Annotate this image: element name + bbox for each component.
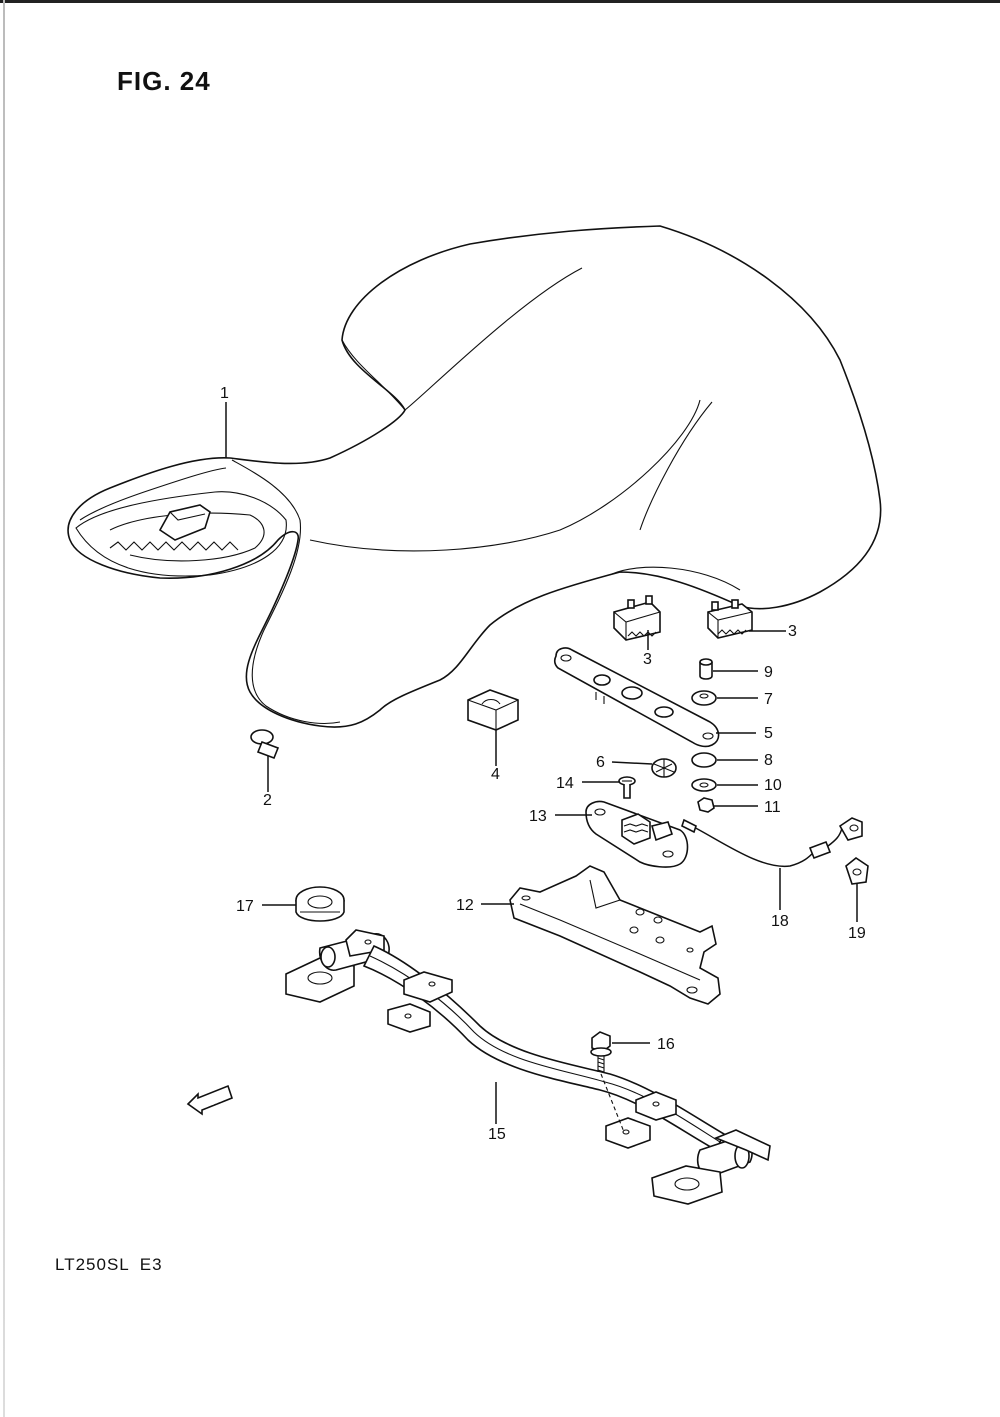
callout-1: 1 — [220, 385, 229, 402]
seat-lock-cable-part-18 — [681, 817, 863, 868]
cushion-part-3-left — [613, 595, 661, 641]
callout-3-right: 3 — [788, 623, 797, 640]
callout-7: 7 — [764, 691, 773, 708]
callout-19: 19 — [848, 925, 866, 942]
cushion-block-part-4 — [467, 689, 519, 731]
callout-8: 8 — [764, 752, 773, 769]
callout-numbers: 1 2 3 3 4 5 6 7 8 9 10 11 12 13 14 15 16… — [220, 385, 866, 1143]
lock-bracket-part-12 — [509, 865, 721, 1005]
callout-4: 4 — [491, 766, 500, 783]
forward-direction-arrow: FWD — [186, 1084, 233, 1116]
seat-part-1 — [67, 225, 882, 728]
model-code-label: LT250SL E3 — [55, 1255, 163, 1275]
callout-13: 13 — [529, 808, 547, 825]
callout-9: 9 — [764, 664, 773, 681]
leader-lines — [225, 402, 858, 1124]
grommet-part-17 — [295, 886, 345, 922]
washer-part-10 — [691, 778, 717, 792]
callout-15: 15 — [488, 1126, 506, 1143]
callout-11: 11 — [764, 799, 781, 816]
cushion-part-3-right — [707, 599, 753, 639]
push-rivet-part-2 — [250, 729, 280, 760]
model-code: LT250SL — [55, 1255, 130, 1274]
bracket-plate-part-5 — [553, 647, 720, 748]
grommet-part-6 — [651, 758, 677, 778]
screw-part-14 — [618, 776, 636, 799]
callout-12: 12 — [456, 897, 474, 914]
callout-16: 16 — [657, 1036, 675, 1053]
washer-part-8 — [691, 752, 717, 768]
callout-10: 10 — [764, 777, 782, 794]
figure-title: FIG. 24 — [117, 66, 211, 96]
collar-part-9 — [699, 658, 713, 680]
bolt-part-16 — [590, 1031, 625, 1133]
callout-6: 6 — [596, 754, 605, 771]
callout-14: 14 — [556, 775, 574, 792]
callout-17: 17 — [236, 898, 254, 915]
callout-2: 2 — [263, 792, 272, 809]
callout-3-left: 3 — [643, 651, 652, 668]
model-region: E3 — [139, 1255, 163, 1274]
cable-clamp-part-19 — [845, 857, 869, 885]
cushion-part-7 — [691, 690, 717, 706]
callout-5: 5 — [764, 725, 773, 742]
seat-lock-part-13 — [585, 800, 689, 868]
seat-frame-bracket-part-15 — [285, 929, 771, 1205]
nut-part-11 — [697, 797, 715, 813]
callout-18: 18 — [771, 913, 789, 930]
